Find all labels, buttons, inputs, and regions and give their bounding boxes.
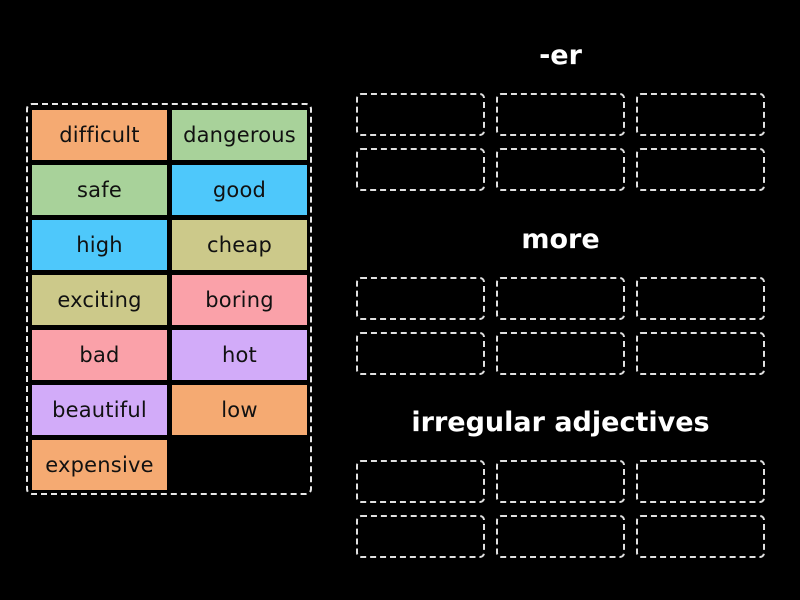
drop-slot-more-1[interactable] xyxy=(356,277,485,320)
drop-slot-er-2[interactable] xyxy=(496,93,625,136)
word-tile-good[interactable]: good xyxy=(172,165,307,215)
drop-slot-er-6[interactable] xyxy=(636,148,765,191)
drop-slot-irregular-6[interactable] xyxy=(636,515,765,558)
word-bank xyxy=(26,103,312,495)
word-tile-cheap[interactable]: cheap xyxy=(172,220,307,270)
drop-slot-er-5[interactable] xyxy=(496,148,625,191)
drop-slot-irregular-2[interactable] xyxy=(496,460,625,503)
drop-slot-er-1[interactable] xyxy=(356,93,485,136)
drop-slot-more-2[interactable] xyxy=(496,277,625,320)
word-tile-high[interactable]: high xyxy=(32,220,167,270)
drop-slot-irregular-3[interactable] xyxy=(636,460,765,503)
group-title-irregular: irregular adjectives xyxy=(411,407,710,438)
drop-slot-er-4[interactable] xyxy=(356,148,485,191)
word-tile-expensive[interactable]: expensive xyxy=(32,440,167,490)
word-tile-dangerous[interactable]: dangerous xyxy=(172,110,307,160)
drop-slot-irregular-4[interactable] xyxy=(356,515,485,558)
drop-slot-more-4[interactable] xyxy=(356,332,485,375)
drop-slot-more-3[interactable] xyxy=(636,277,765,320)
drop-slot-irregular-5[interactable] xyxy=(496,515,625,558)
word-tile-safe[interactable]: safe xyxy=(32,165,167,215)
word-tile-bad[interactable]: bad xyxy=(32,330,167,380)
drop-slot-more-5[interactable] xyxy=(496,332,625,375)
group-title-more: more xyxy=(521,224,600,255)
group-title-er: -er xyxy=(539,40,582,71)
word-tile-exciting[interactable]: exciting xyxy=(32,275,167,325)
word-tile-hot[interactable]: hot xyxy=(172,330,307,380)
word-tile-beautiful[interactable]: beautiful xyxy=(32,385,167,435)
word-tile-low[interactable]: low xyxy=(172,385,307,435)
drop-slot-more-6[interactable] xyxy=(636,332,765,375)
drop-slot-irregular-1[interactable] xyxy=(356,460,485,503)
word-tile-difficult[interactable]: difficult xyxy=(32,110,167,160)
drop-slot-er-3[interactable] xyxy=(636,93,765,136)
word-tile-boring[interactable]: boring xyxy=(172,275,307,325)
